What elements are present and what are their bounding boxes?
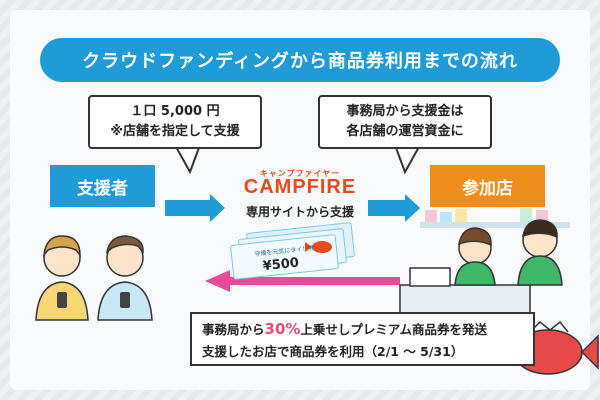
pledge-note: ※店舗を指定して支援 — [110, 124, 240, 139]
funding-line-1: 事務局から支援金は — [346, 104, 464, 119]
right-bubble-tail — [393, 144, 422, 175]
campfire-caption: 専用サイトから支援 — [245, 205, 354, 219]
pledge-speech-bubble: １口 5,000 円 ※店舗を指定して支援 — [88, 95, 262, 149]
voucher-info-box: 事務局から30%上乗せしプレミアム商品券を発送 支援したお店で商品券を利用（2/… — [190, 312, 535, 366]
premium-rate: 30% — [264, 320, 301, 338]
supporter-people-illustration — [35, 235, 153, 321]
campfire-logo: CAMPFIRE — [243, 176, 357, 198]
pledge-amount: １口 5,000 円 — [130, 104, 220, 119]
voucher-info-line-2: 支援したお店で商品券を利用（2/1 ～ 5/31） — [202, 344, 464, 359]
campfire-kana: キャンプファイヤー — [259, 169, 341, 178]
arrow-campfire-to-store — [368, 194, 420, 222]
voucher-info-line-1: 事務局から30%上乗せしプレミアム商品券を発送 — [202, 318, 523, 341]
page-title: クラウドファンディングから商品券利用までの流れ — [40, 38, 560, 82]
store-label: 参加店 — [430, 165, 545, 207]
supporter-label: 支援者 — [50, 165, 155, 207]
store-staff-illustration — [399, 208, 570, 314]
voucher-icon — [230, 222, 355, 280]
left-bubble-tail — [173, 144, 202, 175]
voucher-info-prefix: 事務局から — [202, 322, 265, 337]
funding-speech-bubble: 事務局から支援金は 各店舗の運営資金に — [318, 95, 492, 149]
arrow-supporter-to-campfire — [165, 194, 225, 222]
funding-line-2: 各店舗の運営資金に — [346, 124, 464, 139]
voucher-info-suffix: 上乗せしプレミアム商品券を発送 — [300, 322, 488, 337]
